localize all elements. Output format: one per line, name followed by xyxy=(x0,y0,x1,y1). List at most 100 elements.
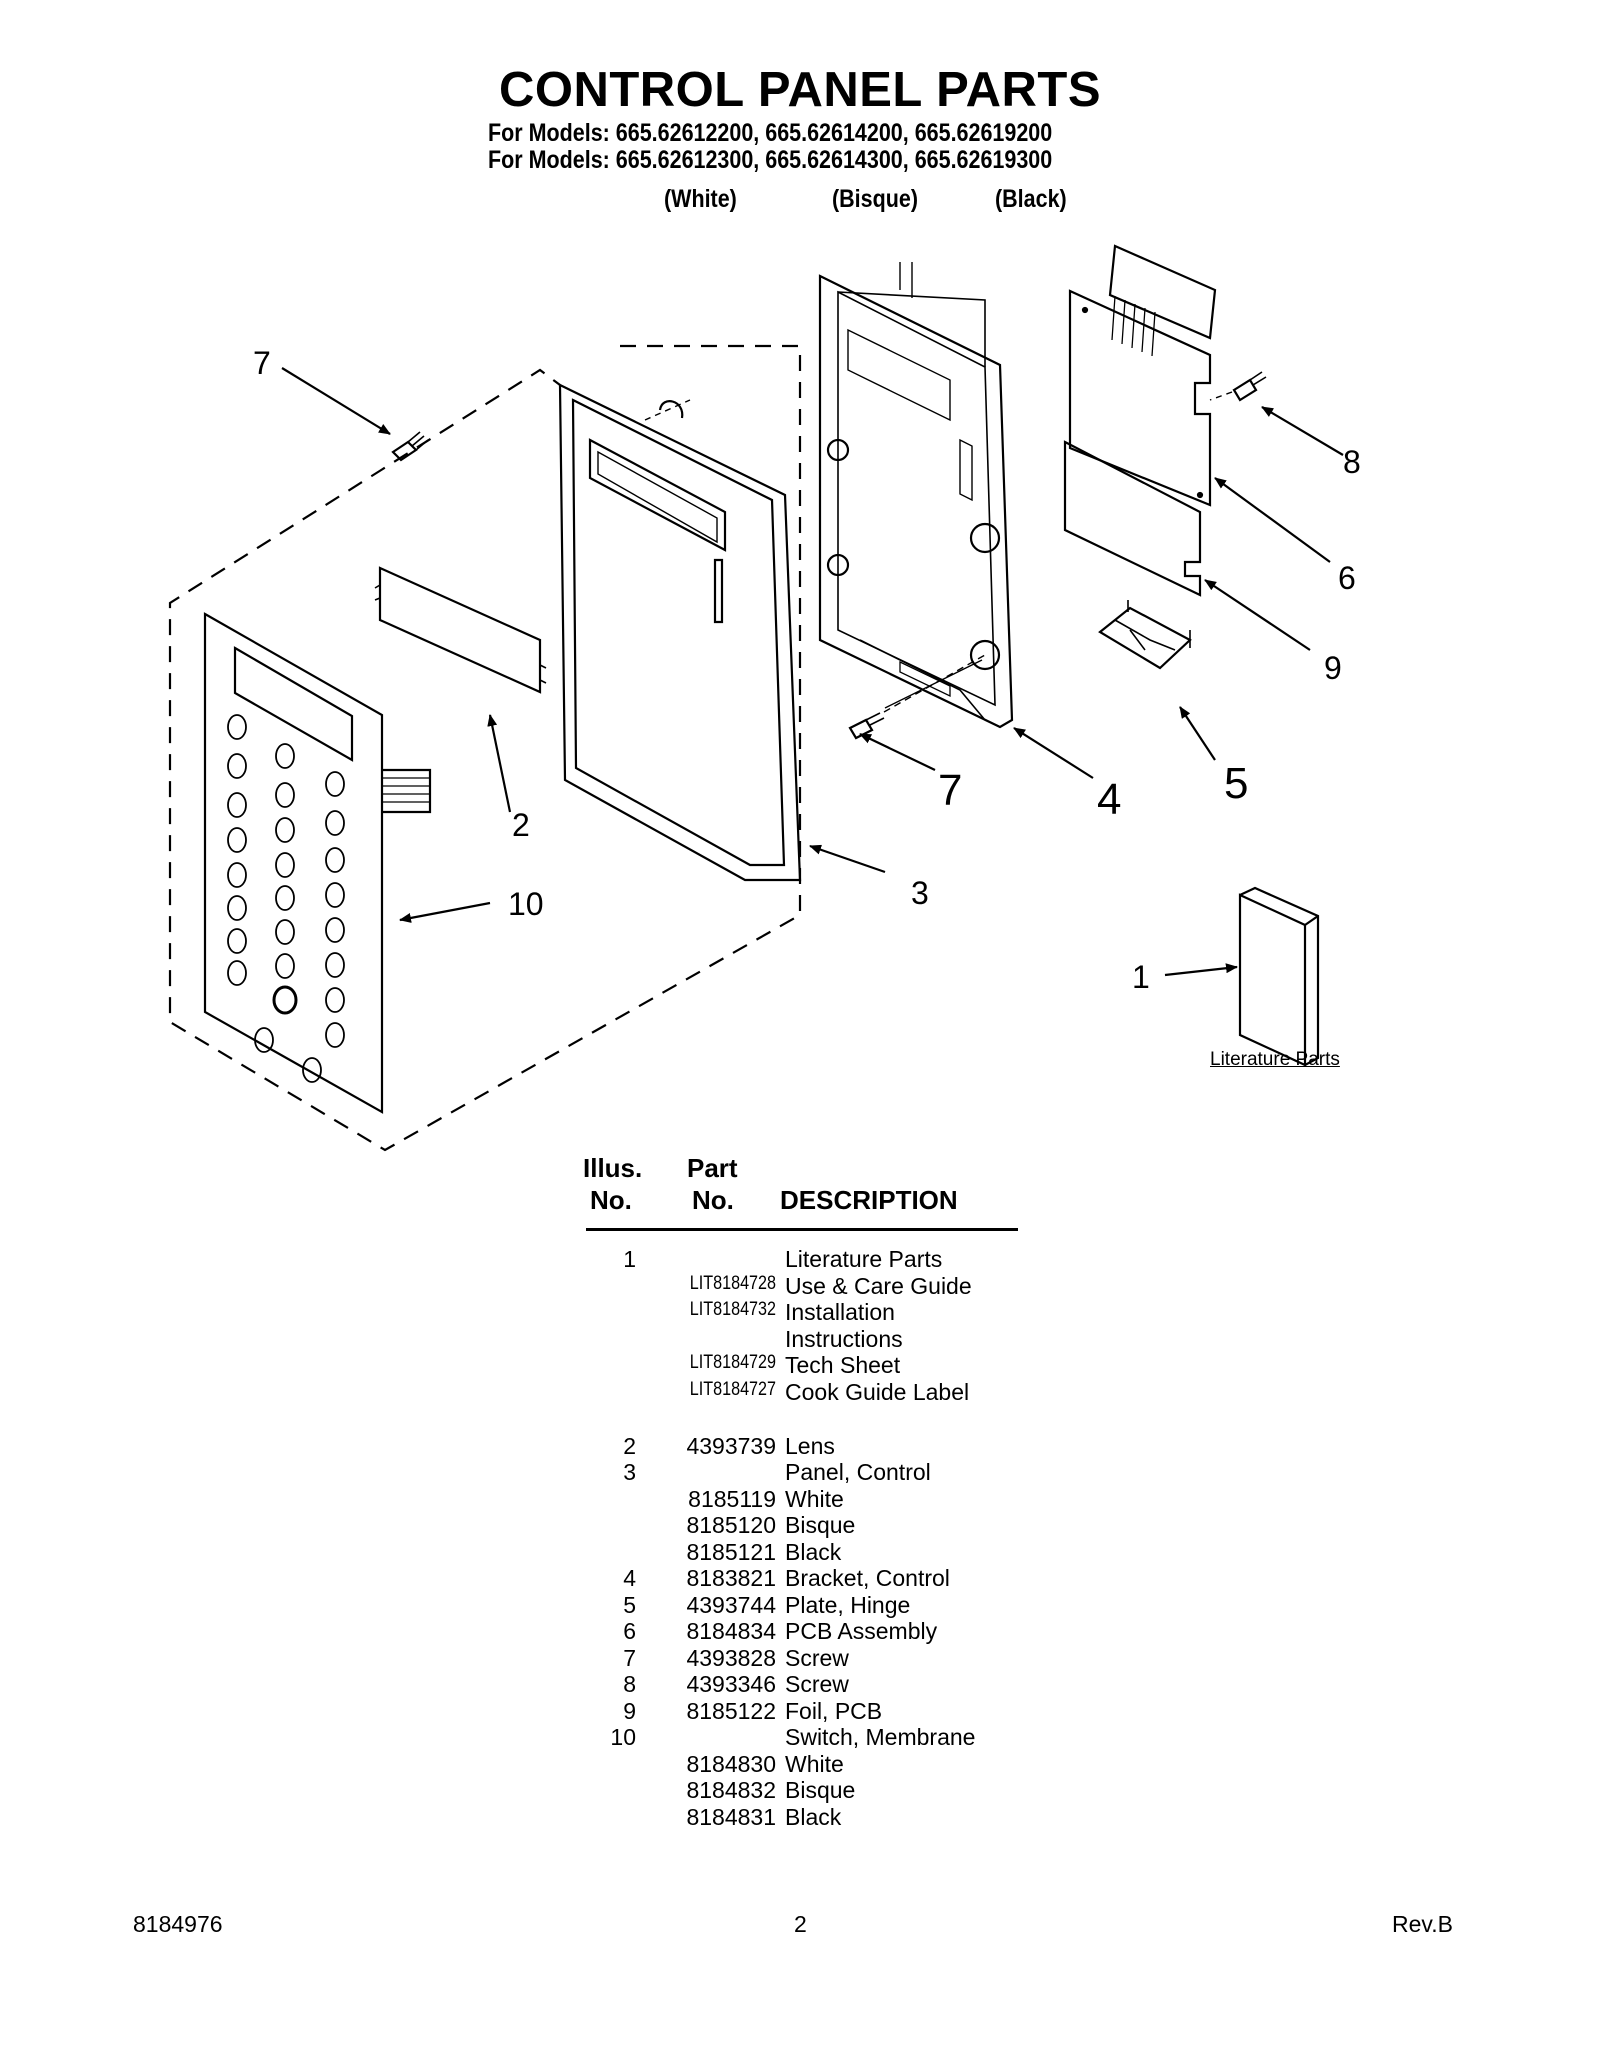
models-list: For Models: 665.62612200, 665.62614200, … xyxy=(488,120,1052,174)
control-bracket-part xyxy=(818,262,1014,729)
part-number: 8184831 xyxy=(686,1803,776,1830)
leader-3 xyxy=(809,844,886,874)
callout-7-lower: 7 xyxy=(938,766,963,815)
part-number: 8184832 xyxy=(686,1777,776,1803)
part-number: 4393346 xyxy=(686,1671,776,1697)
color-white-label: (White) xyxy=(664,185,737,213)
header-illus-line2: No. xyxy=(590,1185,632,1215)
callout-6: 6 xyxy=(1338,560,1356,596)
part-number: 4393739 xyxy=(686,1432,776,1459)
leader-10 xyxy=(399,901,491,923)
leader-5 xyxy=(1179,706,1216,761)
illus-number: 10 xyxy=(610,1724,636,1750)
hinge-plate-part xyxy=(1098,600,1192,670)
screw-lower-center xyxy=(848,712,885,740)
part-description: Black xyxy=(785,1803,842,1830)
illus-number: 4 xyxy=(623,1565,636,1591)
models-line-1: For Models: 665.62612200, 665.62614200, … xyxy=(488,119,1053,147)
illus-number: 7 xyxy=(623,1644,636,1671)
header-illus-line1: Illus. xyxy=(583,1153,643,1183)
part-number: 4393744 xyxy=(686,1591,776,1618)
screw-upper-left xyxy=(391,431,429,462)
leader-2 xyxy=(487,714,512,813)
part-number: 8185121 xyxy=(686,1538,776,1565)
leader-7-lower xyxy=(859,733,936,771)
callout-8: 8 xyxy=(1343,444,1361,480)
callout-2: 2 xyxy=(512,807,530,843)
membrane-switch-part xyxy=(203,612,432,1114)
color-bisque-label: (Bisque) xyxy=(832,185,918,213)
part-description: Instructions xyxy=(785,1325,903,1352)
header-part-line2: No. xyxy=(692,1185,734,1215)
exploded-parts-diagram xyxy=(168,244,1344,1152)
models-line-2: For Models: 665.62612300, 665.62614300, … xyxy=(488,146,1053,174)
part-number: LIT8184728 xyxy=(689,1272,776,1294)
page-number: 2 xyxy=(794,1911,807,1937)
part-description: White xyxy=(785,1485,844,1512)
part-number: 8184834 xyxy=(686,1618,776,1644)
part-number: LIT8184732 xyxy=(689,1299,776,1320)
leader-8 xyxy=(1261,406,1344,456)
header-rule xyxy=(586,1228,1018,1231)
part-description: Cook Guide Label xyxy=(785,1378,970,1405)
literature-booklet-part xyxy=(1238,886,1320,1067)
part-description: Tech Sheet xyxy=(785,1352,901,1378)
callout-4: 4 xyxy=(1097,775,1122,824)
illus-number: 2 xyxy=(623,1432,636,1459)
part-description: Panel, Control xyxy=(785,1459,931,1485)
part-description: White xyxy=(785,1750,844,1777)
assembly-dashed-outline xyxy=(168,344,802,1152)
part-description: Bracket, Control xyxy=(785,1565,950,1591)
callout-10: 10 xyxy=(508,886,544,922)
illus-number: 5 xyxy=(623,1591,636,1618)
literature-parts-caption: Literature Parts xyxy=(1210,1049,1340,1070)
part-number: LIT8184727 xyxy=(689,1378,776,1400)
illus-number: 8 xyxy=(623,1671,636,1697)
page-title: CONTROL PANEL PARTS xyxy=(498,63,1102,117)
part-number: 8184830 xyxy=(686,1750,776,1777)
part-number: 8185120 xyxy=(686,1512,776,1538)
part-number: 4393828 xyxy=(686,1644,776,1671)
part-number: 8185122 xyxy=(686,1697,776,1724)
document-number: 8184976 xyxy=(133,1911,223,1937)
part-description: Switch, Membrane xyxy=(785,1724,976,1750)
foil-pcb-part xyxy=(1063,440,1202,597)
callout-7-upper: 7 xyxy=(253,345,271,381)
callout-9: 9 xyxy=(1324,650,1342,686)
part-description: PCB Assembly xyxy=(785,1618,938,1644)
illus-number: 9 xyxy=(623,1697,636,1724)
illus-number: 6 xyxy=(623,1618,636,1644)
screw-pcb xyxy=(1209,371,1267,402)
callout-5: 5 xyxy=(1224,759,1249,808)
leader-9 xyxy=(1204,579,1311,651)
color-black-label: (Black) xyxy=(995,185,1067,213)
part-description: Installation xyxy=(785,1299,895,1325)
part-description: Lens xyxy=(785,1432,835,1459)
leader-1 xyxy=(1164,963,1238,977)
part-number: 8183821 xyxy=(686,1565,776,1591)
leader-6 xyxy=(1214,477,1331,563)
part-description: Screw xyxy=(785,1671,849,1697)
part-description: Use & Care Guide xyxy=(785,1272,972,1299)
part-description: Screw xyxy=(785,1644,849,1671)
part-description: Plate, Hinge xyxy=(785,1591,911,1618)
part-number: LIT8184729 xyxy=(689,1352,776,1373)
part-description: Black xyxy=(785,1538,842,1565)
illus-number: 3 xyxy=(623,1459,636,1485)
illus-number: 1 xyxy=(623,1246,636,1272)
lens-part xyxy=(378,566,542,694)
callout-3: 3 xyxy=(911,875,929,911)
part-description: Literature Parts xyxy=(785,1246,943,1272)
leader-7-upper xyxy=(281,367,391,435)
header-description: DESCRIPTION xyxy=(780,1185,958,1215)
part-description: Bisque xyxy=(785,1512,856,1538)
part-description: Bisque xyxy=(785,1777,856,1803)
header-part-line1: Part xyxy=(687,1153,738,1183)
callout-1: 1 xyxy=(1132,959,1150,995)
pcb-assembly-part xyxy=(1068,244,1217,507)
leader-4 xyxy=(1013,727,1094,779)
part-description: Foil, PCB xyxy=(785,1697,883,1724)
control-panel-part xyxy=(558,383,802,882)
part-number: 8185119 xyxy=(688,1485,776,1512)
revision-label: Rev.B xyxy=(1392,1911,1453,1937)
